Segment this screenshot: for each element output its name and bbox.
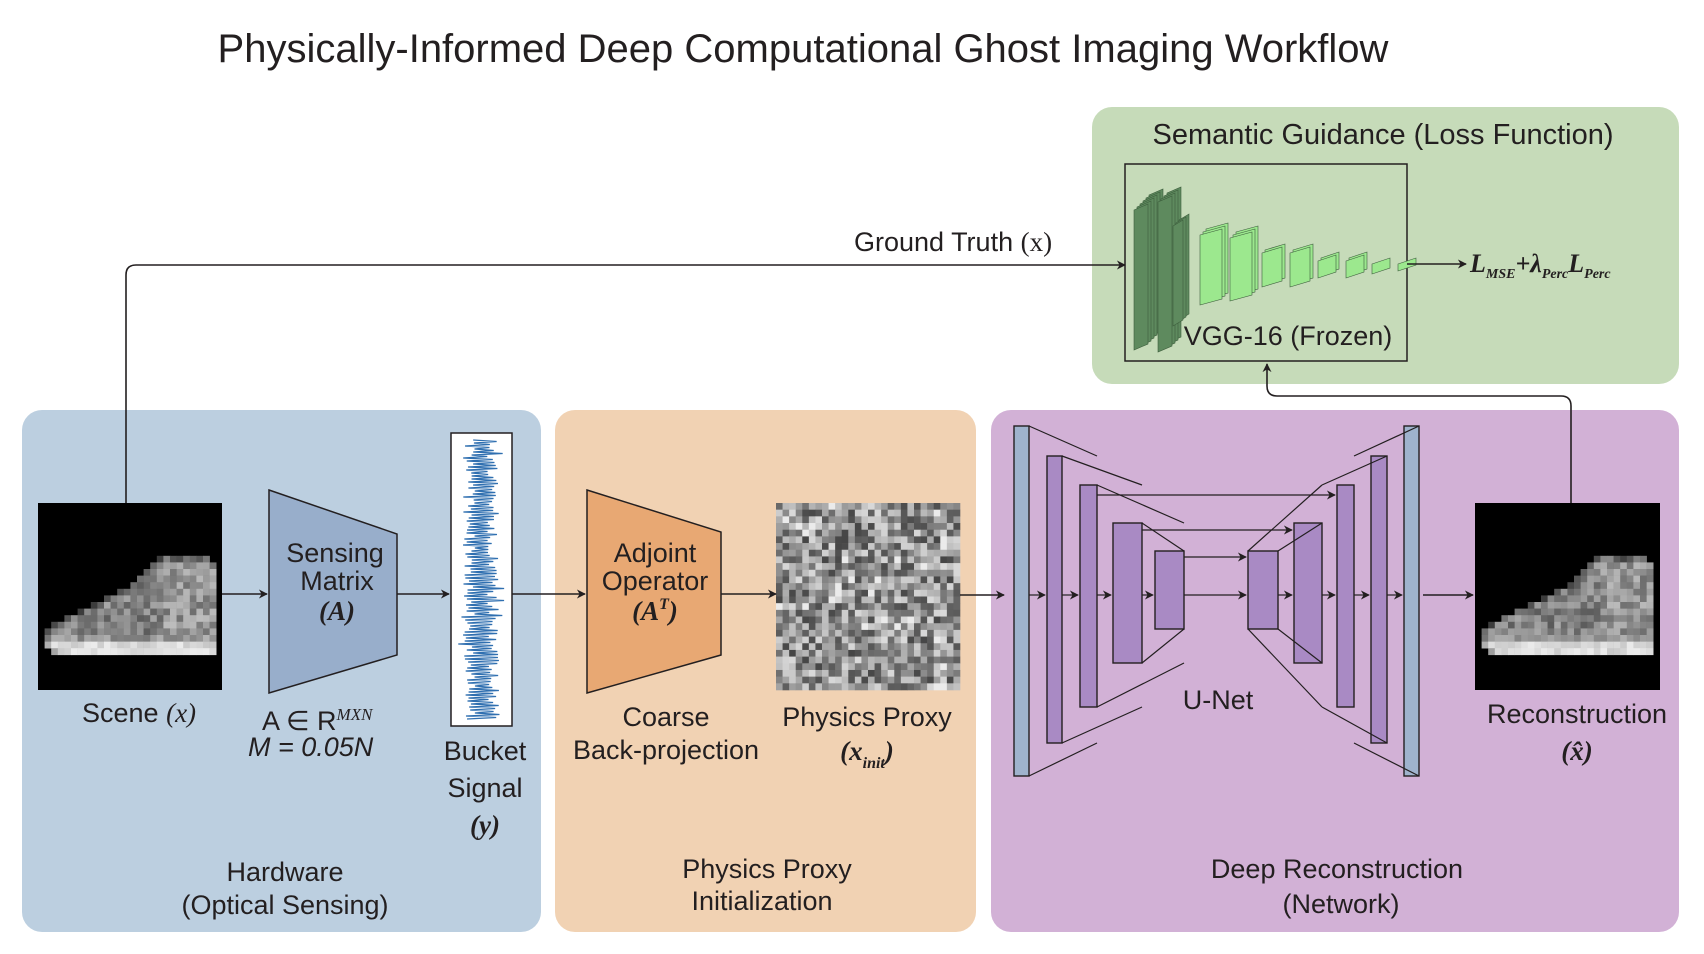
physics-proxy-var: (xinit)	[840, 736, 894, 772]
reconstruction-label: Reconstruction	[1487, 699, 1667, 729]
unet-label: U-Net	[1183, 685, 1254, 715]
reconstruction-var: (x̂)	[1561, 736, 1592, 766]
vgg-layer-9	[1345, 254, 1365, 279]
vgg-layer-6	[1261, 246, 1283, 288]
unet-layer-2	[1046, 455, 1063, 744]
network-caption-line2: (Network)	[1282, 889, 1399, 919]
vgg-layer-5	[1229, 231, 1253, 302]
vgg-network-icon	[1133, 186, 1417, 353]
shoe-image	[38, 503, 222, 690]
sensing-label-line2: Matrix	[300, 566, 374, 596]
network-caption-line1: Deep Reconstruction	[1211, 854, 1463, 884]
unet-icon	[1013, 425, 1420, 777]
unet-layer-8	[1336, 484, 1355, 708]
signal-waveform	[450, 432, 513, 727]
unet-layer-6	[1247, 550, 1279, 630]
bucket-label-line1: Bucket	[444, 736, 527, 766]
vgg-layer-7	[1289, 246, 1311, 288]
ground-truth-label: Ground Truth (x)	[854, 227, 1052, 257]
scene-label: Scene (x)	[82, 698, 196, 728]
hardware-caption-line1: Hardware	[226, 857, 343, 887]
sensing-matrix-block	[268, 488, 398, 695]
vgg-layer-3	[1172, 219, 1184, 327]
vgg-label: VGG-16 (Frozen)	[1184, 321, 1393, 351]
sensing-var: (A)	[319, 596, 355, 626]
reconstruction-image	[1475, 503, 1660, 690]
hardware-caption-line2: (Optical Sensing)	[181, 890, 388, 920]
proxy-caption-line2: Initialization	[691, 886, 832, 916]
sensing-ratio: M = 0.05N	[248, 732, 374, 762]
adjoint-label-line2: Operator	[602, 566, 709, 596]
ground-truth-arrow	[125, 260, 1126, 503]
unet-layer-9	[1370, 455, 1388, 744]
page-title: Physically-Informed Deep Computational G…	[218, 27, 1389, 71]
unet-layer-4	[1112, 522, 1143, 664]
vgg-layer-8	[1317, 254, 1337, 279]
unet-layer-1	[1013, 425, 1030, 777]
unet-layer-5	[1154, 550, 1185, 630]
vgg-layer-1	[1133, 203, 1149, 351]
recon-to-vgg-arrow	[1262, 363, 1572, 503]
semantic-panel-title: Semantic Guidance (Loss Function)	[1153, 119, 1614, 151]
adjoint-label-line1: Adjoint	[614, 538, 697, 568]
unet-layer-7	[1293, 522, 1323, 664]
coarse-label-line2: Back-projection	[573, 735, 759, 765]
sensing-dimension: A ∈ RMXN	[262, 705, 374, 736]
sensing-label-line1: Sensing	[286, 538, 384, 568]
bucket-var: (y)	[470, 810, 500, 840]
physics-proxy-label: Physics Proxy	[782, 702, 952, 732]
coarse-label-line1: Coarse	[622, 702, 709, 732]
vgg-layer-2	[1157, 195, 1173, 353]
proxy-caption-line1: Physics Proxy	[682, 854, 852, 884]
semantic-panel	[1092, 107, 1679, 384]
unet-layer-3	[1079, 484, 1098, 708]
vgg-layer-10	[1371, 257, 1391, 275]
vgg-layer-4	[1199, 228, 1223, 306]
loss-formula: LMSE+λPercLPerc	[1469, 249, 1611, 282]
noise-image	[776, 503, 961, 691]
unet-layer-10	[1403, 425, 1420, 777]
adjoint-operator-block	[586, 488, 722, 694]
bucket-label-line2: Signal	[447, 773, 522, 803]
adjoint-var: (AT)	[632, 596, 678, 626]
